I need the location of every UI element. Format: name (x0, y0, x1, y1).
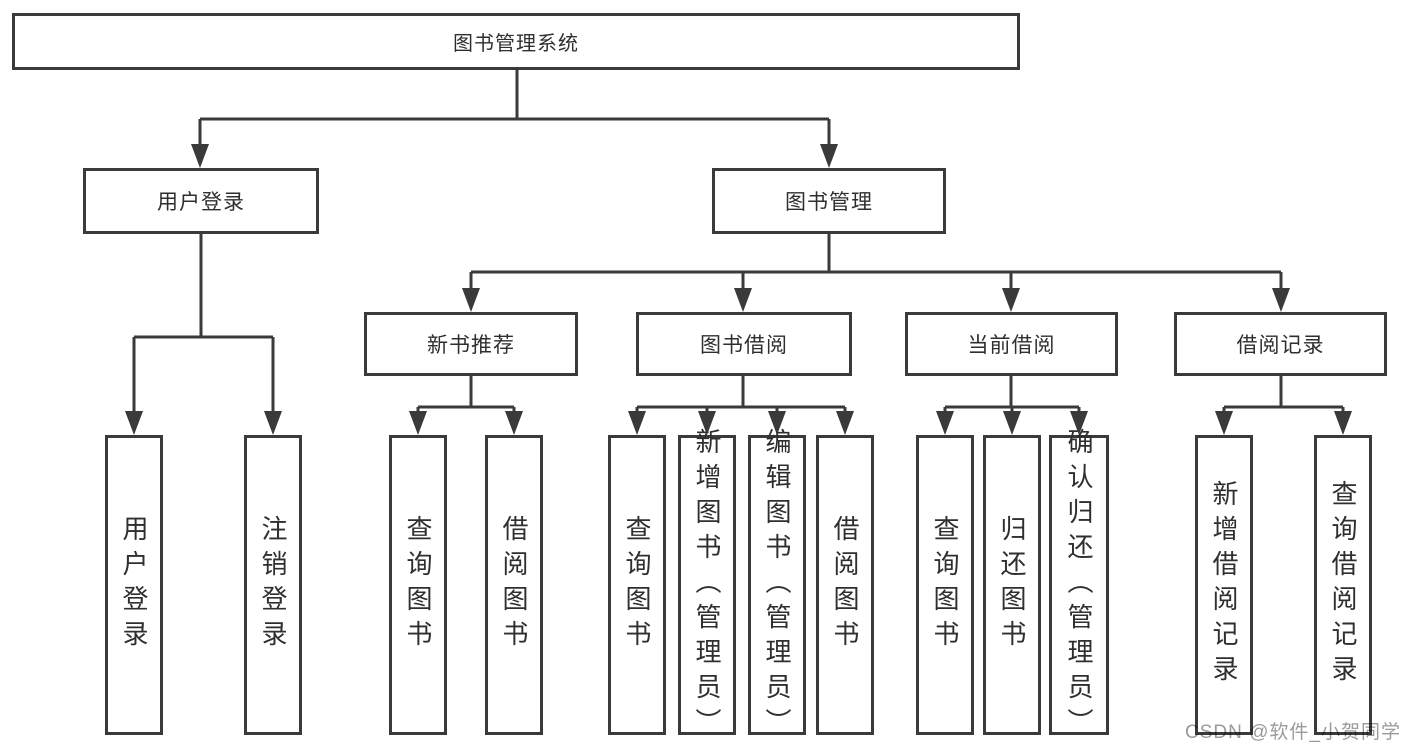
leaf-recommend-query-books: 查询图书 (389, 435, 447, 735)
leaf-recommend-borrow-books: 借阅图书 (485, 435, 543, 735)
connector-records-to-leaves (1222, 376, 1345, 412)
leaf-current-query-books: 查询图书 (916, 435, 974, 735)
arrowhead (836, 411, 854, 435)
arrowhead (191, 144, 209, 168)
leaf-borrow-borrow-books: 借阅图书 (816, 435, 874, 735)
node-label: 图书借阅 (700, 334, 788, 357)
leaf-label: 查询图书 (930, 515, 960, 655)
node-label: 用户登录 (157, 191, 245, 214)
node-label: 借阅记录 (1236, 334, 1325, 357)
arrowhead (264, 411, 282, 435)
node-book-management: 图书管理 (712, 168, 946, 234)
leaf-user-login: 用户登录 (105, 435, 163, 735)
node-label: 图书管理系统 (453, 33, 579, 55)
leaf-label: 借阅图书 (499, 515, 529, 655)
arrowhead (1070, 411, 1088, 435)
connector-userlogin-to-leaves (132, 234, 275, 412)
arrowhead (409, 411, 427, 435)
node-label: 当前借阅 (967, 334, 1056, 357)
leaf-records-add-record: 新增借阅记录 (1195, 435, 1253, 735)
leaf-label: 注销登录 (258, 515, 288, 655)
leaf-logout: 注销登录 (244, 435, 302, 735)
leaf-label: 确认归还（管理员） (1064, 427, 1094, 743)
node-new-book-recommend: 新书推荐 (364, 312, 578, 376)
arrowhead (1215, 411, 1233, 435)
node-borrow-records: 借阅记录 (1174, 312, 1387, 376)
leaf-label: 查询图书 (403, 515, 433, 655)
arrowhead (505, 411, 523, 435)
leaf-current-confirm-return-admin: 确认归还（管理员） (1049, 428, 1109, 743)
node-user-login: 用户登录 (83, 168, 319, 234)
arrowhead (628, 411, 646, 435)
connector-bookborrow-to-leaves (635, 376, 847, 412)
leaf-label: 借阅图书 (830, 515, 860, 655)
arrowhead (462, 288, 480, 312)
node-library-management-system: 图书管理系统 (12, 13, 1020, 70)
node-current-borrowing: 当前借阅 (905, 312, 1118, 376)
leaf-label: 查询借阅记录 (1328, 480, 1358, 690)
arrowhead (698, 411, 716, 435)
leaf-borrow-edit-books-admin: 编辑图书（管理员） (748, 428, 806, 743)
arrowhead (936, 411, 954, 435)
leaf-records-query-record: 查询借阅记录 (1314, 435, 1372, 735)
arrowhead (1002, 288, 1020, 312)
leaf-label: 归还图书 (997, 515, 1027, 655)
arrowhead (125, 411, 143, 435)
arrowhead (734, 288, 752, 312)
leaf-borrow-add-books-admin: 新增图书（管理员） (678, 428, 736, 743)
connector-root-to-level2 (198, 70, 831, 146)
leaf-label: 用户登录 (119, 515, 149, 655)
leaf-label: 编辑图书（管理员） (762, 427, 792, 743)
leaf-label: 新增借阅记录 (1209, 480, 1239, 690)
node-label: 图书管理 (785, 191, 873, 214)
connector-bookmgmt-to-level3 (469, 234, 1283, 289)
leaf-label: 新增图书（管理员） (692, 427, 722, 743)
arrowhead (1272, 288, 1290, 312)
arrowhead (820, 144, 838, 168)
leaf-current-return-books: 归还图书 (983, 435, 1041, 735)
leaf-label: 查询图书 (622, 515, 652, 655)
arrowhead (1003, 411, 1021, 435)
connector-newbooks-to-leaves (416, 376, 516, 412)
csdn-watermark: CSDN @软件_小贺同学 (1185, 722, 1401, 743)
arrowhead (768, 411, 786, 435)
connector-currentborrow-to-leaves (943, 376, 1081, 412)
node-book-borrowing: 图书借阅 (636, 312, 852, 376)
node-label: 新书推荐 (427, 334, 515, 357)
arrowhead (1334, 411, 1352, 435)
leaf-borrow-query-books: 查询图书 (608, 435, 666, 735)
